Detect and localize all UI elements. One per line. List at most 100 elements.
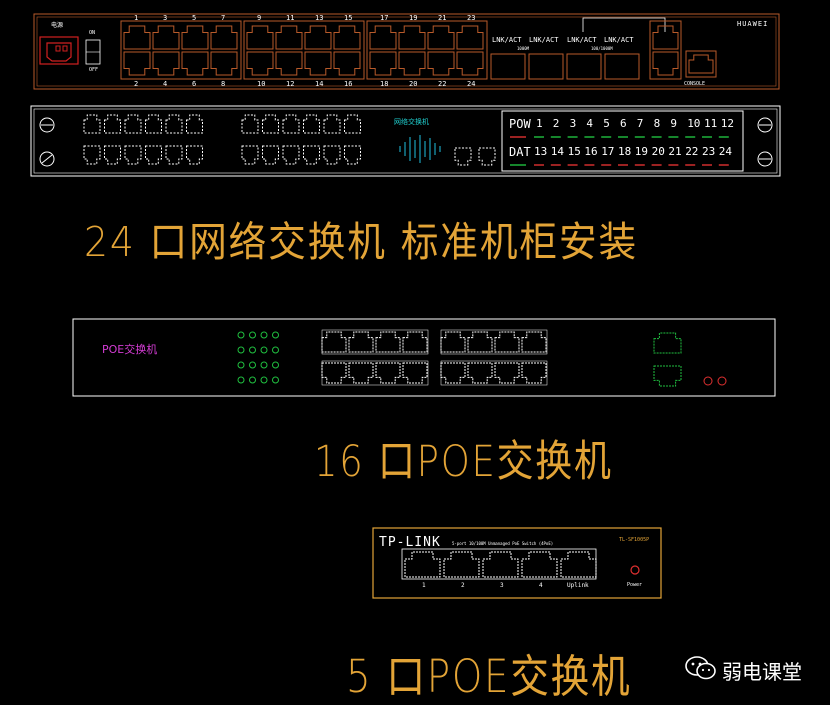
pow-number: 5 bbox=[603, 117, 610, 130]
rj45-port-top bbox=[333, 25, 361, 50]
top-switch-inner-frame bbox=[36, 16, 777, 87]
pow-number: 10 bbox=[687, 117, 701, 130]
port-number-bottom: 18 bbox=[380, 80, 389, 88]
poe16-led bbox=[237, 361, 245, 369]
port-group-frame bbox=[366, 20, 488, 80]
rj45-port-top bbox=[123, 25, 151, 50]
rack-rj45-port bbox=[344, 114, 361, 134]
rj45-port-top bbox=[369, 25, 397, 50]
poe16-led bbox=[272, 331, 279, 339]
poe16-uplink-port bbox=[653, 332, 682, 354]
rj45-port-bottom bbox=[210, 51, 238, 76]
dat-number: 16 bbox=[584, 145, 598, 158]
poe16-rj45-top bbox=[348, 331, 374, 353]
console-label: CONSOLE bbox=[684, 81, 706, 87]
poe16-group-frame bbox=[440, 329, 548, 355]
power-pin-icon bbox=[55, 45, 61, 52]
port-number-bottom: 12 bbox=[286, 80, 295, 88]
pow-number: 7 bbox=[636, 117, 644, 130]
rack-rj45-port bbox=[303, 145, 320, 165]
poe16-led bbox=[237, 376, 245, 384]
tplink-port-label: 3 bbox=[500, 582, 504, 589]
brand-label: HUAWEI bbox=[737, 20, 769, 28]
rj45-port-bottom bbox=[333, 51, 361, 76]
lnk-label-4: LNK/ACT bbox=[604, 36, 634, 44]
poe16-rj45-top bbox=[375, 331, 401, 353]
port-number-bottom: 20 bbox=[409, 80, 418, 88]
port-number-top: 11 bbox=[286, 14, 295, 22]
caption-5-port: 5 口POE交换机 bbox=[346, 650, 632, 703]
rack-rj45-port bbox=[83, 114, 101, 134]
tplink-port-label: 2 bbox=[461, 582, 465, 589]
screw-slot bbox=[41, 154, 53, 164]
rack-rj45-port bbox=[83, 145, 101, 165]
rack-rj45-port bbox=[282, 114, 300, 134]
tplink-port-label: 4 bbox=[539, 582, 543, 589]
port-number-bottom: 4 bbox=[163, 80, 168, 88]
rj45-port-top bbox=[152, 25, 180, 50]
tplink-rj45-port bbox=[443, 551, 480, 578]
caption-16-port: 16 口POE交换机 bbox=[314, 437, 613, 487]
pow-number: 12 bbox=[720, 117, 735, 130]
console-port bbox=[688, 54, 714, 74]
tplink-power-led bbox=[630, 565, 640, 575]
rack-rj45-port bbox=[165, 114, 183, 134]
poe16-rj45-bottom bbox=[521, 362, 547, 384]
rj45-port-top bbox=[275, 25, 303, 50]
uplink-port-bottom bbox=[652, 51, 679, 76]
rack-rj45-port bbox=[145, 114, 162, 134]
poe16-rj45-bottom bbox=[321, 362, 347, 384]
rj45-port-top bbox=[456, 25, 484, 50]
poe16-led bbox=[237, 346, 245, 354]
dat-number: 21 bbox=[668, 145, 682, 158]
rack-rj45-port bbox=[323, 145, 341, 165]
poe16-rj45-top bbox=[467, 331, 493, 353]
dat-number: 17 bbox=[601, 145, 615, 158]
poe16-group-frame bbox=[321, 329, 429, 355]
poe16-led bbox=[249, 331, 256, 339]
rack-switch-frame bbox=[30, 105, 781, 177]
pow-number: 1 bbox=[536, 117, 543, 130]
speed-label-100-1000m: 100/1000M bbox=[591, 46, 613, 51]
rack-rj45-port bbox=[165, 145, 183, 165]
sfp-bracket-line bbox=[582, 17, 666, 32]
off-label: OFF bbox=[89, 67, 99, 73]
port-group-frame bbox=[243, 20, 365, 80]
poe16-led bbox=[272, 346, 279, 354]
rack-rj45-port bbox=[344, 145, 361, 165]
tplink-description: 5-port 10/100M Unmanaged PoE Switch (4Po… bbox=[452, 541, 554, 546]
sfp-port bbox=[566, 53, 602, 80]
rj45-port-bottom bbox=[304, 51, 332, 76]
rj45-port-bottom bbox=[427, 51, 455, 76]
lnk-label-2: LNK/ACT bbox=[529, 36, 559, 44]
power-pin-icon bbox=[62, 45, 68, 52]
rj45-port-top bbox=[210, 25, 238, 50]
rack-rj45-port bbox=[241, 145, 259, 165]
rj45-port-top bbox=[304, 25, 332, 50]
tplink-rj45-port bbox=[560, 551, 597, 578]
port-number-top: 15 bbox=[344, 14, 353, 22]
poe16-label: POE交换机 bbox=[102, 343, 158, 356]
lnk-label-1: LNK/ACT bbox=[492, 36, 522, 44]
tplink-port-label: Uplink bbox=[567, 582, 589, 589]
wechat-icon bbox=[684, 656, 718, 680]
rack-rj45-port bbox=[323, 114, 341, 134]
port-number-bottom: 14 bbox=[315, 80, 324, 88]
rack-switch-inner-frame bbox=[33, 108, 778, 174]
poe16-power-led bbox=[717, 376, 727, 386]
tplink-brand: TP-LINK bbox=[379, 535, 441, 550]
rack-rj45-port bbox=[241, 114, 259, 134]
dat-number: 13 bbox=[534, 145, 548, 158]
top-switch-frame bbox=[33, 13, 780, 90]
dat-number: 24 bbox=[718, 145, 733, 158]
rack-rj45-port bbox=[303, 114, 320, 134]
rack-rj45-port bbox=[145, 145, 162, 165]
dat-number: 19 bbox=[634, 145, 649, 158]
tplink-port-label: 1 bbox=[422, 582, 426, 589]
sfp-port bbox=[490, 53, 526, 80]
pow-number: 9 bbox=[670, 117, 678, 130]
rj45-port-bottom bbox=[398, 51, 426, 76]
led-panel-frame bbox=[501, 110, 744, 172]
rj45-port-bottom bbox=[123, 51, 151, 76]
caption-24-port: 24 口网络交换机 标准机柜安装 bbox=[84, 218, 639, 266]
